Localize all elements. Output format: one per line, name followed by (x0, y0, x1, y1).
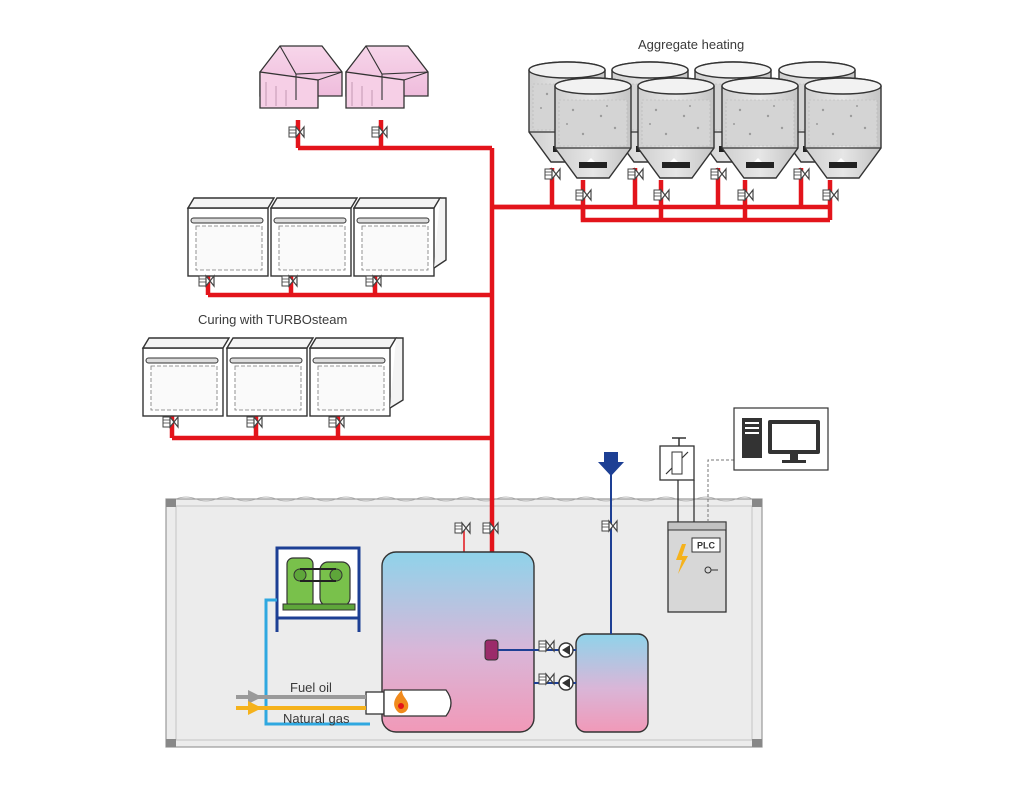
valve-icon (653, 189, 670, 201)
valve-icon (737, 189, 754, 201)
valve-icon (281, 275, 298, 287)
burner-flame-icon (394, 690, 409, 714)
gas-arrow-icon (248, 701, 262, 715)
computer-icon (742, 418, 762, 458)
curing-label: Curing with TURBOsteam (198, 312, 347, 327)
valve-icon (162, 416, 179, 428)
valve-icon (575, 189, 592, 201)
lightning-icon (676, 544, 688, 574)
fuel-oil-label: Fuel oil (290, 680, 332, 695)
valve-icon (544, 168, 561, 180)
valve-icon (822, 189, 839, 201)
electrical-switch (659, 437, 695, 481)
fuel-inlets (236, 690, 366, 715)
chamber-valves-upper (198, 275, 382, 287)
curing-chambers-lower (142, 337, 404, 417)
curing-chambers-upper (187, 197, 447, 277)
valve-icon (365, 275, 382, 287)
curing-shelters (259, 45, 429, 109)
monitor-icon (768, 420, 820, 463)
control-computer (733, 407, 829, 471)
valve-icon (371, 126, 388, 138)
water-inlet-arrow-icon (598, 452, 624, 476)
natural-gas-label: Natural gas (283, 711, 350, 726)
steam-main-pipe (169, 120, 833, 708)
feed-water-tank (575, 633, 649, 733)
plc-cabinet: PLC (667, 521, 727, 613)
heat-exchanger-coil (484, 639, 499, 661)
shelter-valves (288, 126, 388, 138)
plc-label: PLC (697, 541, 716, 551)
chamber-valves-lower (162, 416, 345, 428)
valve-icon (328, 416, 345, 428)
plc-cables (677, 480, 695, 522)
valve-icon (246, 416, 263, 428)
burner (365, 689, 452, 717)
valve-icon (198, 275, 215, 287)
valve-icon (793, 168, 810, 180)
generator-unit (275, 546, 361, 632)
valve-icon (288, 126, 305, 138)
steam-boiler-tank (381, 551, 535, 733)
pump-icon (558, 675, 574, 691)
aggregate-heating-silos (528, 61, 882, 179)
key-icon (704, 566, 718, 574)
pump-icon (558, 642, 574, 658)
aggregate-heating-label: Aggregate heating (638, 37, 744, 52)
network-link (707, 459, 734, 522)
fuel-oil-arrow-icon (248, 690, 262, 704)
valve-icon (627, 168, 644, 180)
cooling-lines (264, 598, 370, 726)
valve-icon (710, 168, 727, 180)
